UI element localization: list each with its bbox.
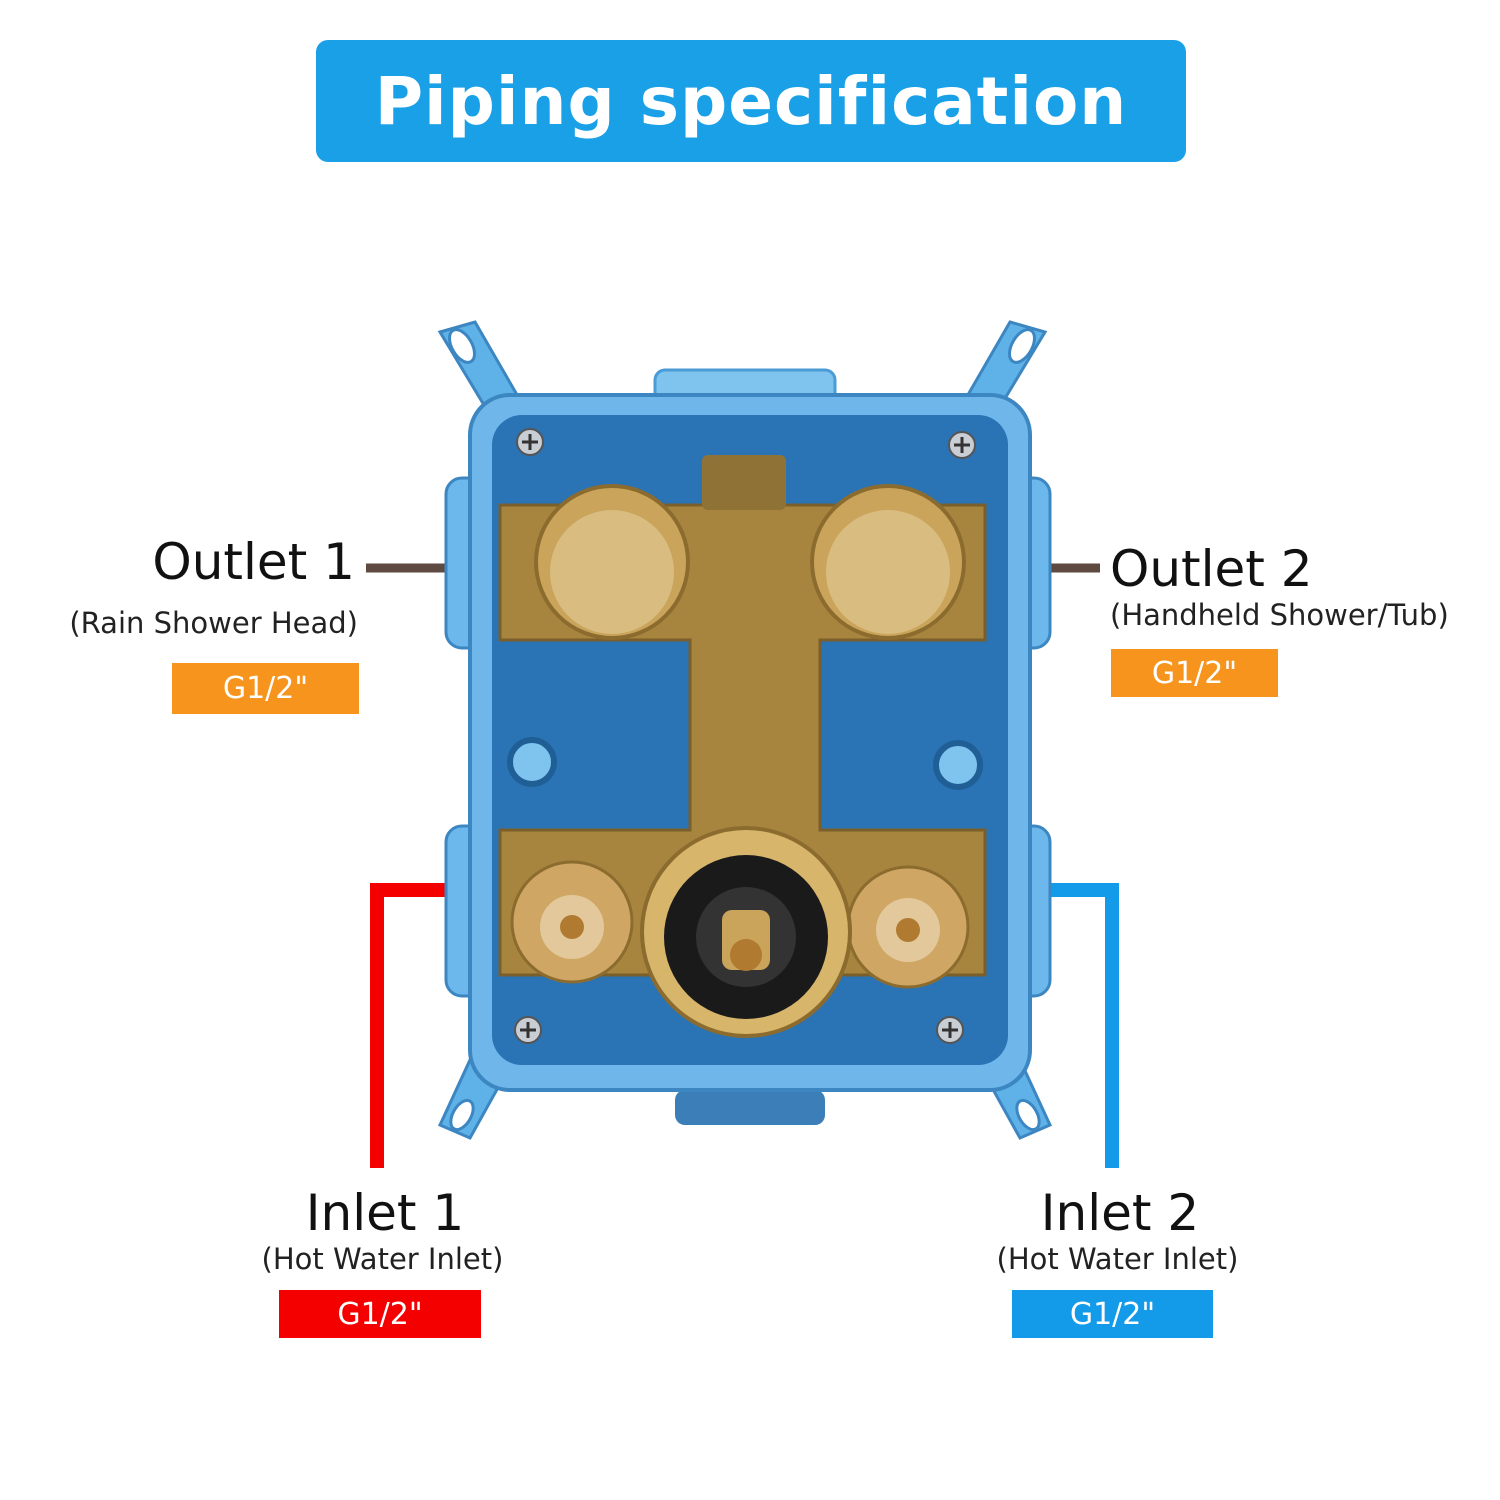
outlet2-size: G1/2" — [1151, 655, 1238, 691]
outlet1-size-badge: G1/2" — [172, 663, 359, 714]
screw-bottom-left — [514, 1016, 542, 1044]
screw-top-left — [516, 428, 544, 456]
title-banner: Piping specification — [316, 40, 1186, 162]
side-hole-left — [507, 737, 557, 787]
inlet2-size: G1/2" — [1069, 1296, 1156, 1332]
outlet2-description: (Handheld Shower/Tub) — [1110, 598, 1449, 632]
inlet1-hot-line — [370, 883, 457, 1168]
page-title: Piping specification — [374, 62, 1128, 140]
inlet2-check-valve — [846, 865, 970, 989]
inlet1-size: G1/2" — [337, 1296, 423, 1332]
inlet2-label: Inlet 2 — [1040, 1184, 1200, 1242]
outlet2-cap — [810, 484, 966, 640]
inlet1-check-valve — [510, 860, 634, 984]
inlet2-size-badge: G1/2" — [1012, 1290, 1213, 1338]
outlet1-size: G1/2" — [222, 671, 309, 706]
inlet1-label: Inlet 1 — [305, 1184, 465, 1242]
outlet1-label: Outlet 1 — [152, 533, 355, 591]
inlet2-description: (Hot Water Inlet) — [996, 1242, 1239, 1276]
mounting-ear-top-left — [437, 320, 523, 417]
screw-top-right — [948, 431, 976, 459]
inlet1-size-badge: G1/2" — [279, 1290, 481, 1338]
brass-top-stub — [702, 455, 786, 510]
inlet2-cold-line — [1025, 883, 1119, 1168]
outlet2-label: Outlet 2 — [1110, 540, 1313, 598]
inlet1-description: (Hot Water Inlet) — [261, 1242, 504, 1276]
bottom-boss — [675, 1090, 825, 1125]
screw-bottom-right — [936, 1016, 964, 1044]
cartridge-socket — [640, 826, 852, 1038]
outlet1-description: (Rain Shower Head) — [69, 606, 358, 640]
outlet1-cap — [534, 484, 690, 640]
side-hole-right — [933, 740, 983, 790]
outlet2-size-badge: G1/2" — [1111, 649, 1278, 697]
